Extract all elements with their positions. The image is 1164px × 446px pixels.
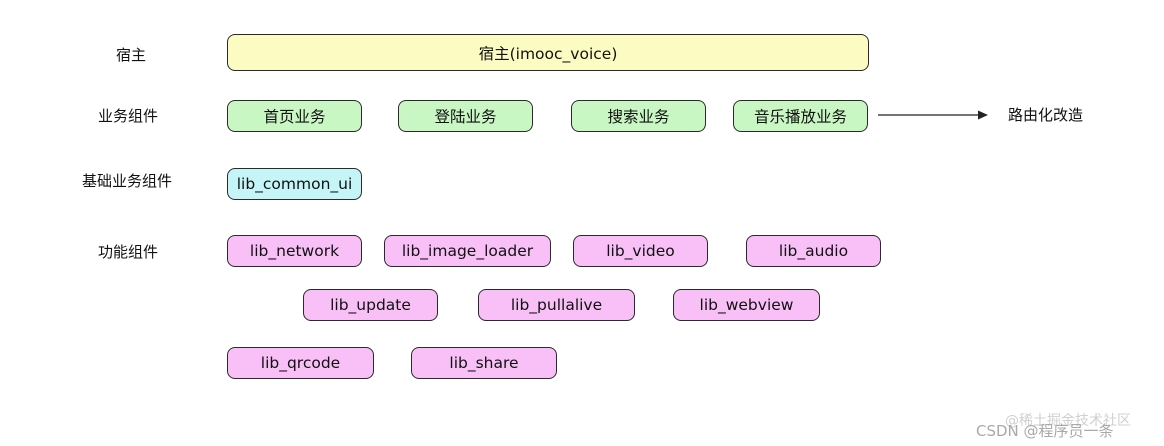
row-label-functional: 功能组件 xyxy=(98,243,159,261)
functional-component-share: lib_share xyxy=(411,347,557,379)
watermark-juejin: @稀土掘金技术社区 xyxy=(1005,413,1131,429)
business-component-music-play: 音乐播放业务 xyxy=(733,100,868,132)
functional-component-image-loader: lib_image_loader xyxy=(384,235,551,267)
row-label-base-business: 基础业务组件 xyxy=(82,172,173,190)
row-label-business: 业务组件 xyxy=(98,107,159,125)
functional-component-update: lib_update xyxy=(303,289,438,321)
functional-component-webview: lib_webview xyxy=(673,289,820,321)
business-component-search: 搜索业务 xyxy=(571,100,706,132)
host-box: 宿主(imooc_voice) xyxy=(227,34,869,71)
row-label-host: 宿主 xyxy=(116,46,147,64)
business-component-login: 登陆业务 xyxy=(398,100,533,132)
arrow-right-icon xyxy=(878,110,988,120)
watermark-csdn: CSDN @程序员一条 xyxy=(976,422,1114,440)
routing-refactor-note: 路由化改造 xyxy=(1008,106,1084,124)
functional-component-pullalive: lib_pullalive xyxy=(478,289,635,321)
business-component-home: 首页业务 xyxy=(227,100,362,132)
base-component-common-ui: lib_common_ui xyxy=(227,168,362,200)
functional-component-network: lib_network xyxy=(227,235,362,267)
functional-component-audio: lib_audio xyxy=(746,235,881,267)
functional-component-video: lib_video xyxy=(573,235,708,267)
functional-component-qrcode: lib_qrcode xyxy=(227,347,374,379)
